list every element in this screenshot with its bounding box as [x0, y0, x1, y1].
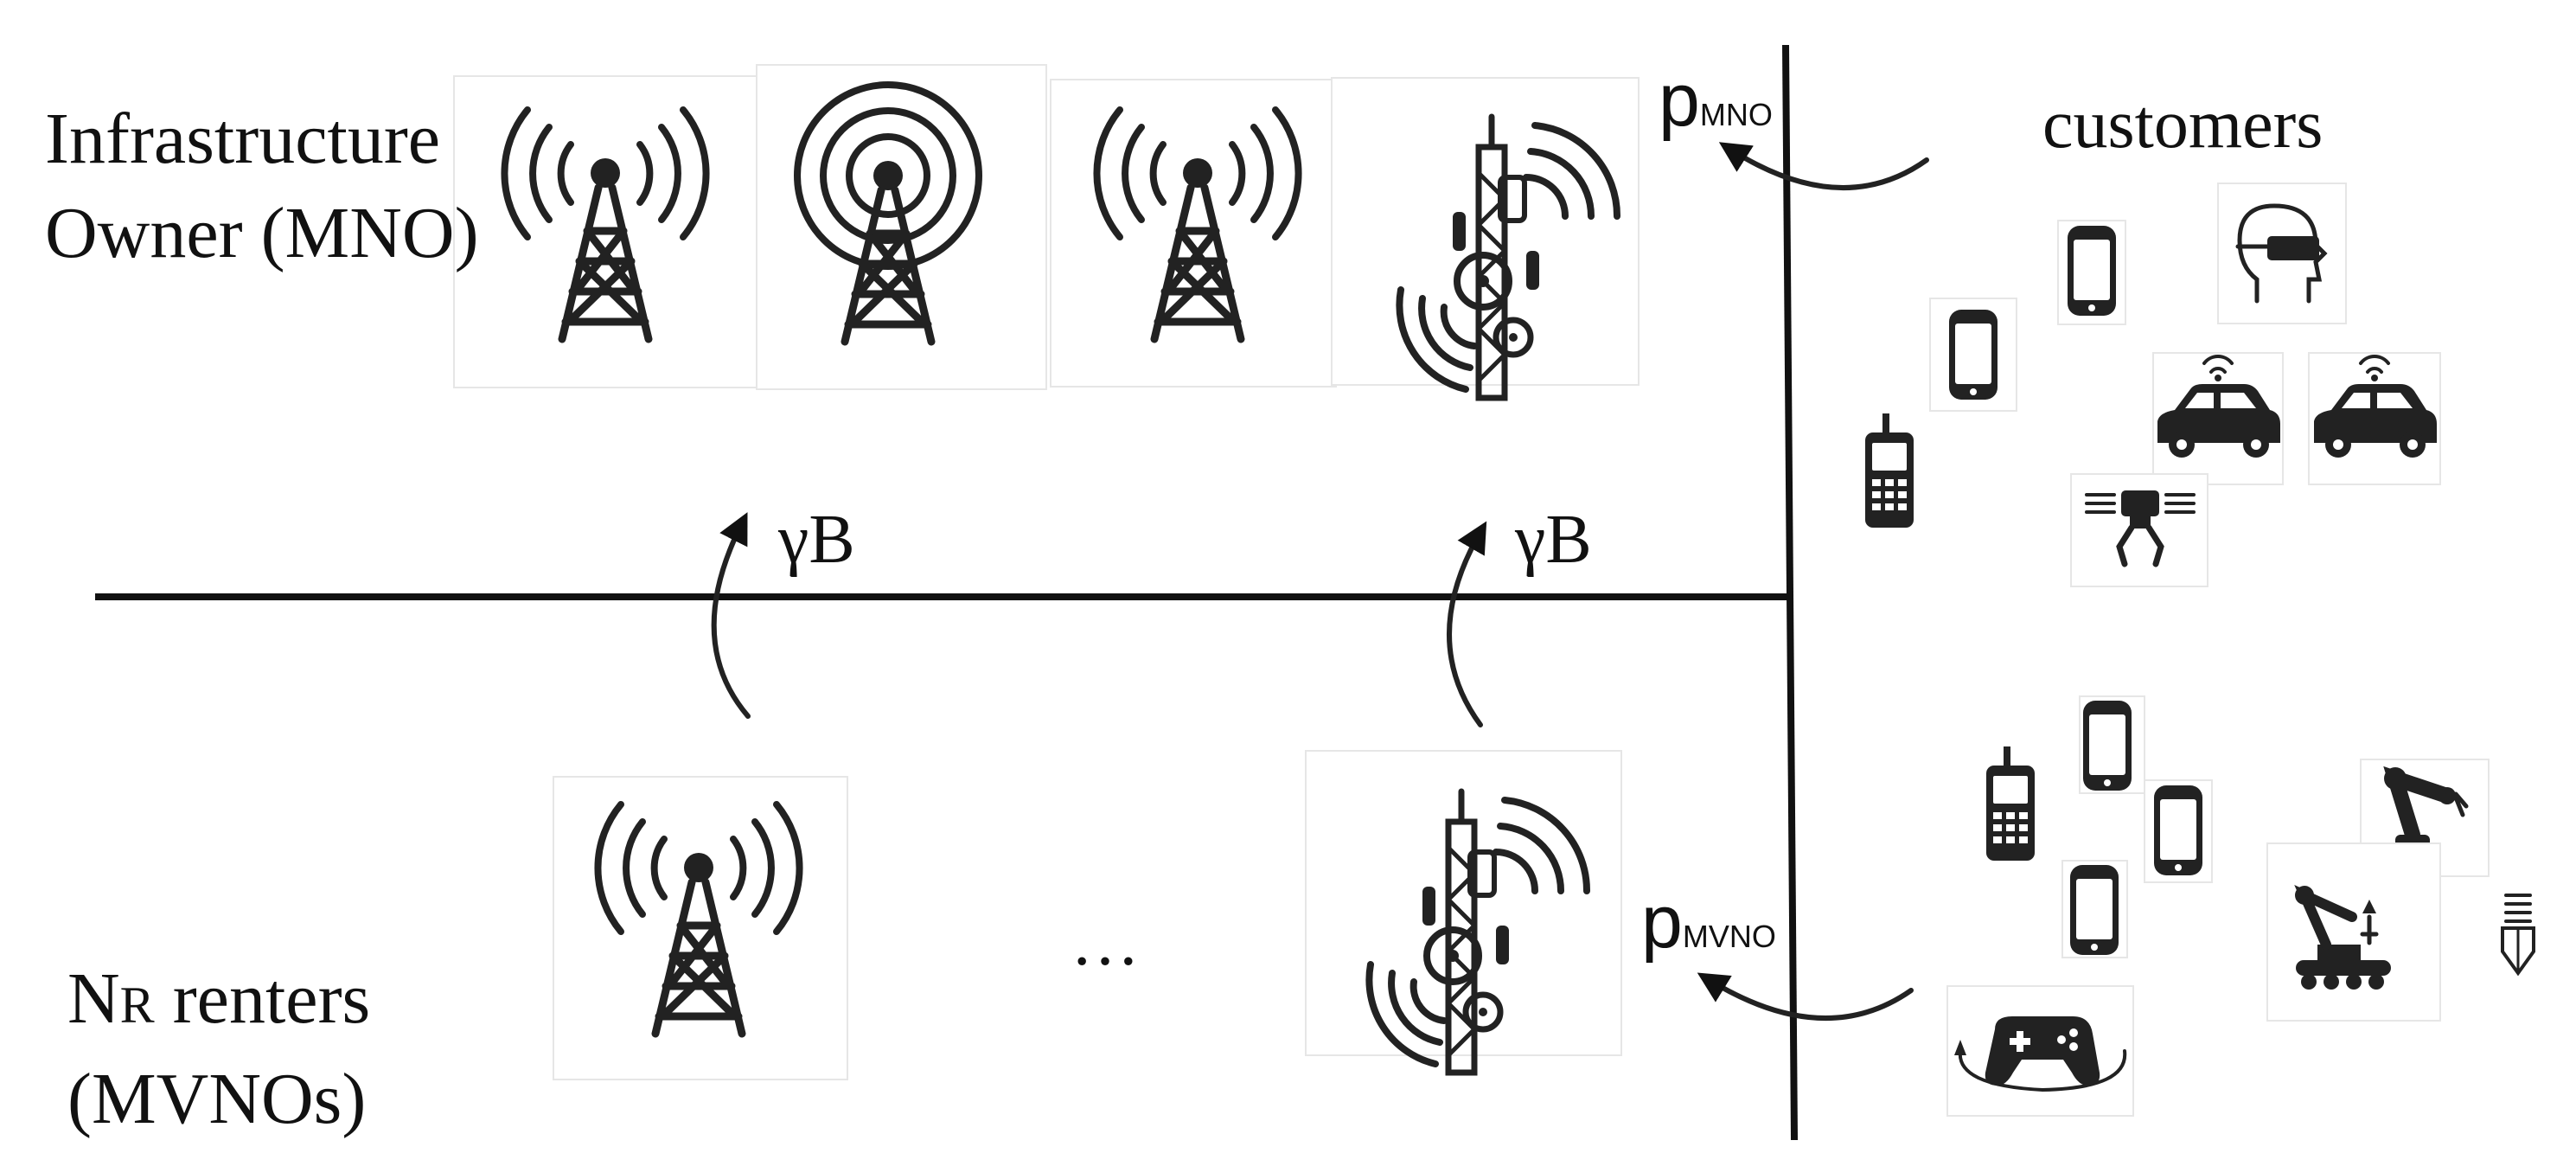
smartphone-icon — [2070, 865, 2119, 955]
gamma-b-arrow-left — [711, 512, 751, 719]
market-divider-vertical — [1782, 44, 1798, 1141]
smartphone-icon — [2083, 701, 2132, 791]
gamma-b-label-left: γB — [777, 502, 855, 578]
gamma-b-label-right: γB — [1514, 502, 1592, 578]
mvnos-label: (MVNOs) — [67, 1059, 366, 1139]
light-bulb-icon — [2501, 894, 2535, 975]
p-mvno-arrow — [1697, 972, 1914, 1021]
ellipsis-label: … — [1071, 904, 1140, 980]
mno-label-line1: Infrastructure — [45, 99, 440, 179]
cellphone-icon — [1986, 746, 2035, 861]
p-mno-label: pMNO — [1659, 59, 1773, 142]
p-mno-arrow — [1718, 142, 1929, 190]
customers-label: customers — [2042, 86, 2323, 163]
gamma-b-arrow-right — [1447, 521, 1487, 727]
smartphone-icon — [2154, 785, 2202, 875]
mno-label-line2: Owner (MNO) — [45, 193, 479, 273]
cellphone-icon — [1865, 413, 1914, 528]
smartphone-icon — [1949, 310, 1998, 400]
smartphone-icon — [2068, 226, 2116, 316]
renters-label: NR renters — [67, 958, 370, 1039]
p-mvno-label: pMVNO — [1641, 881, 1776, 964]
